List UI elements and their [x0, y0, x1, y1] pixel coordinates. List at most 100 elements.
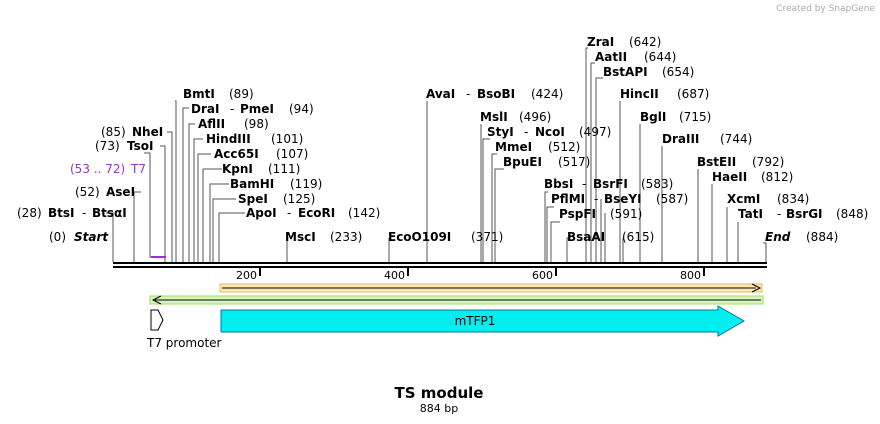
site-partner[interactable]: EcoRI: [298, 206, 335, 220]
t7-range: (53 .. 72): [70, 162, 125, 176]
orf-orange[interactable]: [219, 283, 763, 293]
site-partner[interactable]: BseYI: [604, 192, 642, 206]
site-name[interactable]: PspFI: [559, 207, 596, 221]
site-partner[interactable]: BsrFI: [593, 177, 628, 191]
site-name[interactable]: BbsI: [544, 177, 573, 191]
tick-label: 400: [384, 269, 405, 282]
site-labels-right: ZraI (642) AatII (644) BstAPI (654) Hinc…: [587, 35, 868, 221]
site-pos: (111): [268, 162, 300, 176]
site-pos: (517): [558, 155, 590, 169]
site-name[interactable]: KpnI: [222, 162, 253, 176]
site-pos: (834): [777, 192, 809, 206]
site-pos: (371): [471, 230, 503, 244]
site-name[interactable]: AseI: [106, 185, 135, 199]
site-name[interactable]: StyI: [487, 125, 514, 139]
site-name[interactable]: BtsI: [48, 206, 75, 220]
site-pos: (89): [229, 87, 254, 101]
start-label: Start: [74, 230, 109, 244]
site-pos: (642): [629, 35, 661, 49]
site-pos: (107): [276, 147, 308, 161]
site-name[interactable]: BamHI: [230, 177, 274, 191]
site-name[interactable]: HindIII: [206, 132, 251, 146]
page-subtitle: 884 bp: [420, 402, 458, 415]
site-partner[interactable]: BsoBI: [477, 87, 515, 101]
sequence-ends: (0) Start End (884): [49, 230, 838, 244]
tick-label: 600: [532, 269, 553, 282]
orf-green[interactable]: [149, 295, 764, 305]
site-pos: (119): [290, 177, 322, 191]
site-name[interactable]: Acc65I: [214, 147, 259, 161]
site-sep: -: [82, 206, 86, 220]
site-pos: (615): [622, 230, 654, 244]
site-pos: (28): [17, 206, 42, 220]
site-pos: (497): [579, 125, 611, 139]
site-labels-middle: EcoO109I (371) AvaI - BsoBI (424) MslI (…: [388, 87, 688, 244]
t7-site-label: (53 .. 72) T7: [70, 162, 146, 176]
site-name[interactable]: HincII: [620, 87, 659, 101]
site-name[interactable]: PflMI: [551, 192, 585, 206]
site-pos: (512): [548, 140, 580, 154]
site-pos: (142): [348, 206, 380, 220]
site-partner[interactable]: PmeI: [240, 102, 274, 116]
t7-site-mark[interactable]: [151, 256, 166, 258]
site-pos: (73): [95, 139, 120, 153]
site-partner[interactable]: NcoI: [535, 125, 565, 139]
site-name[interactable]: ZraI: [587, 35, 614, 49]
site-pos: (496): [519, 110, 551, 124]
site-pos: (98): [244, 117, 269, 131]
site-name[interactable]: DraI: [191, 102, 219, 116]
site-name[interactable]: XcmI: [727, 192, 760, 206]
site-pos: (715): [679, 110, 711, 124]
site-name[interactable]: AvaI: [426, 87, 455, 101]
site-name[interactable]: MslI: [480, 110, 508, 124]
t7-promoter-feature[interactable]: T7 promoter: [146, 309, 222, 350]
site-sep: -: [777, 207, 781, 221]
site-name[interactable]: TsoI: [127, 139, 153, 153]
site-leaders: [106, 47, 767, 262]
site-name[interactable]: EcoO109I: [388, 230, 451, 244]
site-partner[interactable]: BtsαI: [92, 206, 127, 220]
site-name[interactable]: DraIII: [662, 132, 699, 146]
site-name[interactable]: AatII: [595, 50, 627, 64]
dna-backbone: [113, 256, 767, 268]
site-pos: (583): [641, 177, 673, 191]
site-name[interactable]: BmtI: [183, 87, 215, 101]
site-name[interactable]: BglI: [640, 110, 666, 124]
site-pos: (744): [720, 132, 752, 146]
site-name[interactable]: MmeI: [495, 140, 532, 154]
site-pos: (233): [330, 230, 362, 244]
mtfp1-feature[interactable]: mTFP1: [220, 305, 746, 337]
site-name[interactable]: SpeI: [238, 192, 268, 206]
page-title: TS module: [395, 384, 484, 402]
end-pos: (884): [806, 230, 838, 244]
site-sep: -: [582, 177, 586, 191]
tick-label: 800: [680, 269, 701, 282]
site-name[interactable]: BstAPI: [603, 65, 648, 79]
t7-label[interactable]: T7: [130, 162, 146, 176]
site-pos: (812): [761, 170, 793, 184]
site-name[interactable]: MscI: [285, 230, 316, 244]
site-pos: (654): [662, 65, 694, 79]
site-pos: (125): [283, 192, 315, 206]
site-sep: -: [524, 125, 528, 139]
site-pos: (587): [656, 192, 688, 206]
site-pos: (687): [677, 87, 709, 101]
site-partner[interactable]: BsrGI: [786, 207, 823, 221]
site-name[interactable]: TatI: [738, 207, 763, 221]
feature-label: T7 promoter: [146, 336, 222, 350]
site-pos: (85): [101, 125, 126, 139]
site-name[interactable]: ApoI: [246, 206, 277, 220]
site-sep: -: [594, 192, 598, 206]
site-pos: (52): [75, 185, 100, 199]
site-name[interactable]: BsaAI: [567, 230, 605, 244]
site-name[interactable]: BstEII: [697, 155, 736, 169]
site-name[interactable]: HaeII: [712, 170, 747, 184]
site-pos: (591): [610, 207, 642, 221]
watermark: Created by SnapGene: [776, 4, 875, 14]
site-pos: (424): [531, 87, 563, 101]
site-name[interactable]: AflII: [198, 117, 225, 131]
site-name[interactable]: BpuEI: [503, 155, 542, 169]
start-pos: (0): [49, 230, 66, 244]
site-name[interactable]: NheI: [132, 125, 163, 139]
